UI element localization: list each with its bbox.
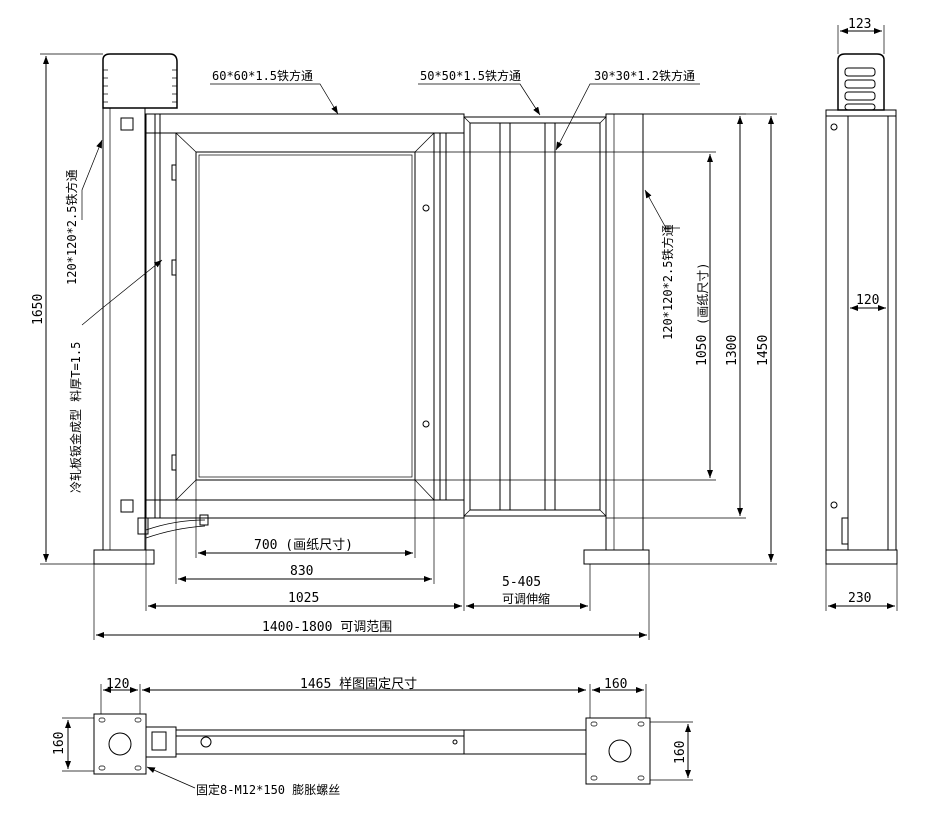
right-post	[583, 113, 650, 565]
label-right-post: 120*120*2.5铁方通	[660, 225, 675, 340]
label-anchor-bolts: 固定8-M12*150 膨胀螺丝	[196, 782, 340, 797]
front-elevation	[93, 53, 650, 565]
dim-1025: 1025	[288, 591, 319, 606]
dim-1050: 1050	[695, 335, 710, 366]
motor-housing	[102, 53, 178, 109]
leader-lines	[81, 83, 700, 789]
plan-dimensions	[62, 684, 693, 781]
dim-120-plan: 120	[106, 677, 129, 692]
label-60-tube: 60*60*1.5铁方通	[212, 68, 313, 83]
dim-123: 123	[848, 17, 871, 32]
label-sheet-metal: 冷轧板钣金成型 料厚T=1.5	[68, 342, 83, 493]
left-post	[93, 107, 155, 565]
dim-160-right: 160	[673, 741, 688, 764]
label-30-tube: 30*30*1.2铁方通	[594, 68, 695, 83]
dim-1650: 1650	[31, 294, 46, 325]
dim-1465: 1465 样图固定尺寸	[300, 677, 417, 692]
dim-830: 830	[290, 564, 313, 579]
dim-160-top: 160	[604, 677, 627, 692]
side-view	[825, 25, 898, 611]
gate-frame	[145, 113, 465, 519]
gate-wheel	[137, 514, 209, 539]
dim-1450: 1450	[756, 335, 771, 366]
dim-5-405: 5-405	[502, 575, 541, 590]
plan-view	[93, 713, 651, 785]
dim-160-left: 160	[52, 732, 67, 755]
extension-lines	[40, 53, 777, 640]
label-50-tube: 50*50*1.5铁方通	[420, 68, 521, 83]
label-drawing-size-right: (画纸尺寸)	[696, 263, 710, 325]
dim-1400-1800: 1400-1800 可调范围	[262, 620, 392, 635]
label-left-post: 120*120*2.5铁方通	[64, 170, 79, 285]
dim-1300: 1300	[725, 335, 740, 366]
dim-230: 230	[848, 591, 871, 606]
dim-adjustable-stretch: 可调伸缩	[502, 591, 550, 606]
dim-120-side: 120	[856, 293, 879, 308]
telescopic-extension	[463, 116, 607, 517]
dim-700: 700 (画纸尺寸)	[254, 538, 353, 553]
dimension-lines	[43, 56, 774, 638]
